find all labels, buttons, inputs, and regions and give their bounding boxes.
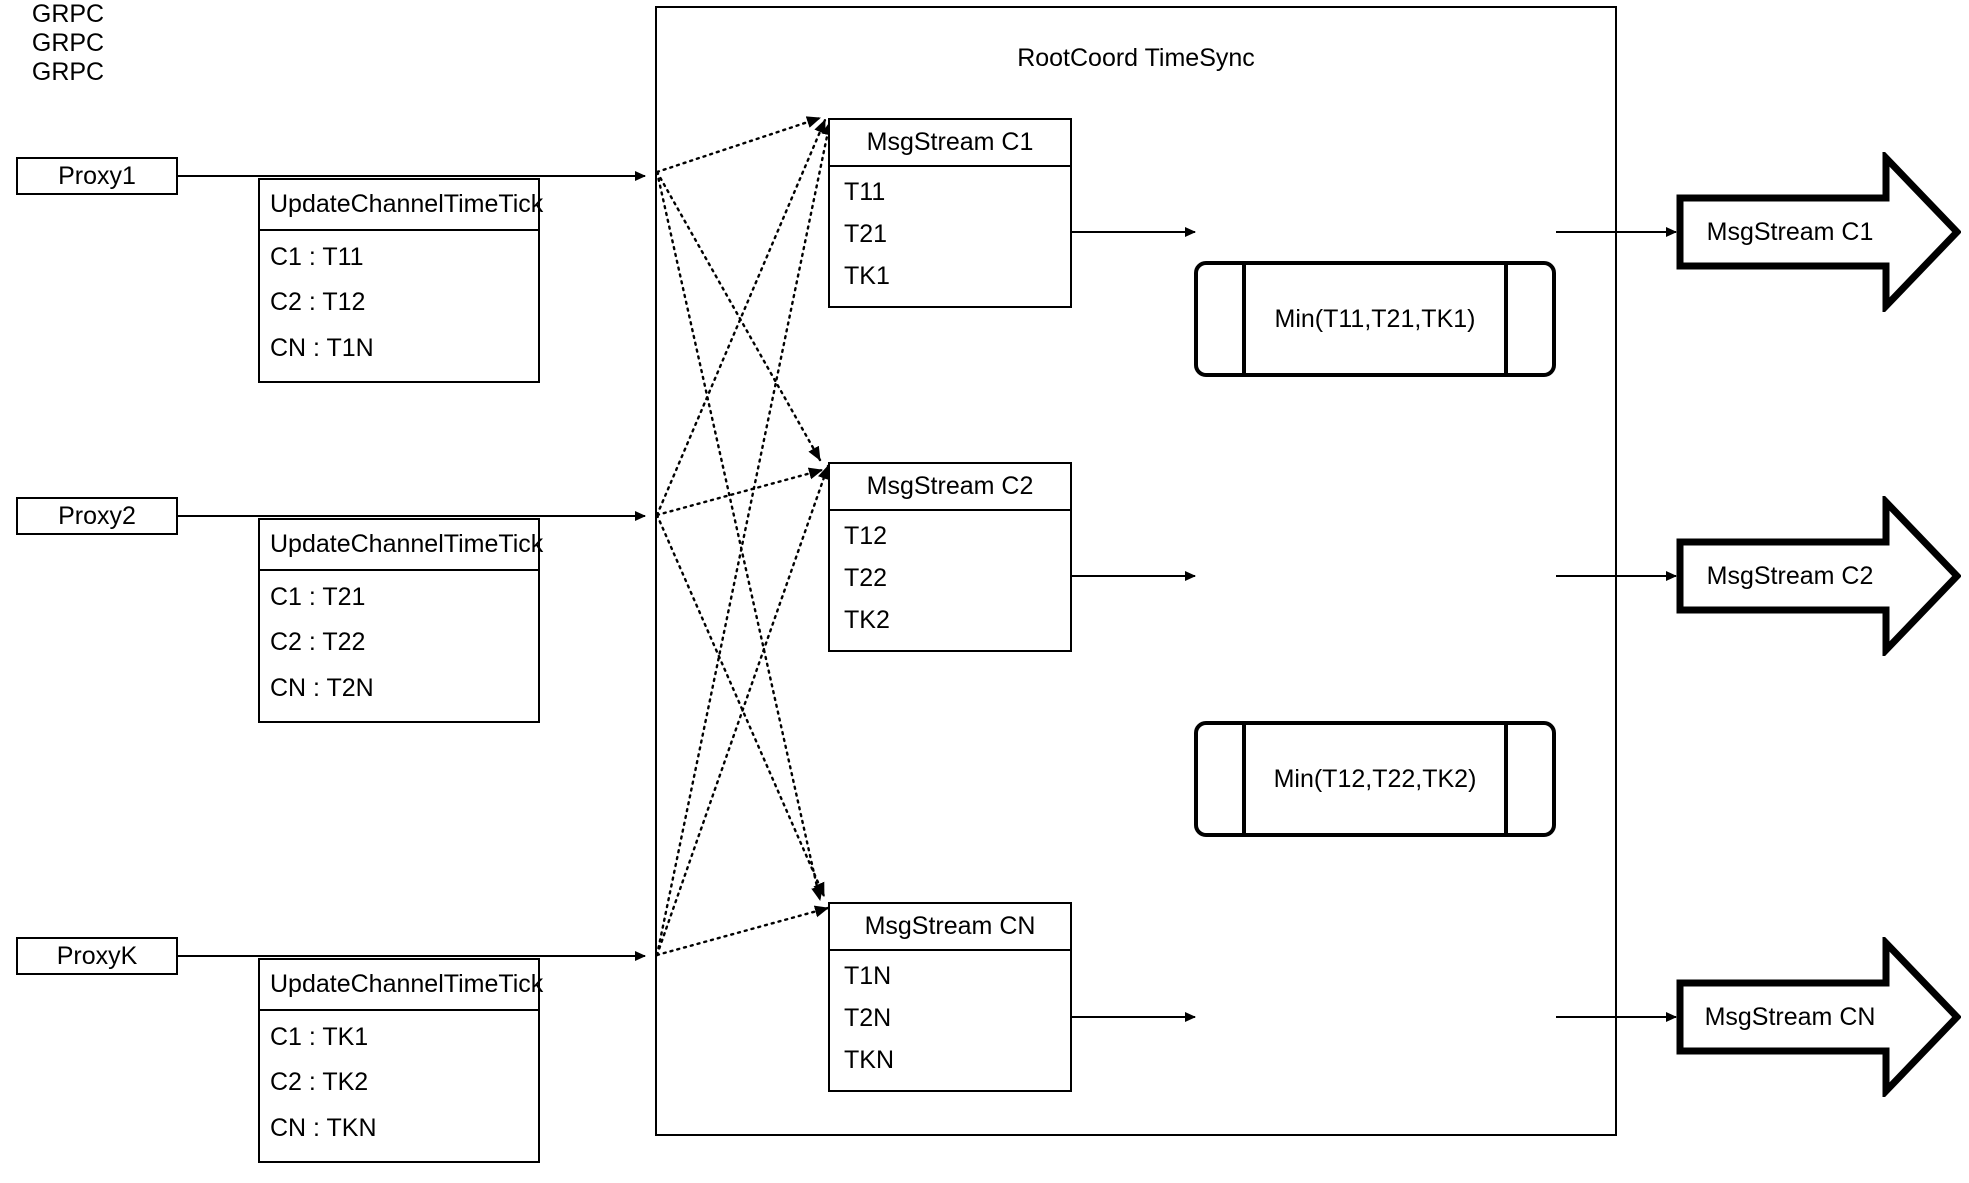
msgstream-title: MsgStream C2 (830, 464, 1070, 511)
msgstream-ticks: T11 T21 TK1 (830, 167, 1070, 306)
tick-row: T22 (844, 563, 888, 592)
tick-row: T11 (844, 177, 886, 206)
min-process-c2: Min(T12,T22,TK2) (1194, 721, 1556, 837)
uct-title: UpdateChannelTimeTick (260, 180, 543, 231)
output-arrow-c2 (1676, 496, 1961, 656)
uct-row: CN : T1N (270, 333, 374, 362)
min-process-label: Min(T12,T22,TK2) (1273, 764, 1477, 793)
grpc-label-2: GRPC (31, 29, 105, 57)
output-arrow-c1 (1676, 152, 1961, 312)
page-title: RootCoord TimeSync (1017, 44, 1255, 72)
uct-row: C1 : T21 (270, 583, 366, 612)
output-arrow-cn (1676, 937, 1961, 1097)
grpc-label-3: GRPC (31, 58, 105, 86)
uct-row: CN : T2N (270, 673, 374, 702)
msgstream-title: MsgStream C1 (830, 120, 1070, 167)
msgstream-ticks: T1N T2N TKN (830, 951, 1070, 1090)
update-channel-timetick-table-2: UpdateChannelTimeTick C1 : T21 C2 : T22 … (258, 518, 543, 723)
min-process-c1: Min(T11,T21,TK1) (1194, 261, 1556, 377)
msgstream-table-c1: MsgStream C1 T11 T21 TK1 (828, 118, 1072, 308)
proxy-label: ProxyK (56, 941, 138, 970)
tick-row: TK1 (844, 262, 890, 291)
tick-row: TKN (844, 1046, 894, 1075)
proxy-box-k[interactable]: ProxyK (16, 937, 178, 975)
msgstream-ticks: T12 T22 TK2 (830, 511, 1070, 650)
proxy-box-1[interactable]: Proxy1 (16, 157, 178, 195)
uct-rows: C1 : T21 C2 : T22 CN : T2N (260, 571, 538, 721)
uct-rows: C1 : T11 C2 : T12 CN : T1N (260, 231, 538, 381)
tick-row: T2N (844, 1003, 892, 1032)
min-process-label: Min(T11,T21,TK1) (1274, 304, 1476, 333)
uct-title: UpdateChannelTimeTick (260, 520, 543, 571)
proxy-label: Proxy2 (58, 501, 136, 530)
update-channel-timetick-table-3: UpdateChannelTimeTick C1 : TK1 C2 : TK2 … (258, 958, 543, 1163)
msgstream-table-c2: MsgStream C2 T12 T22 TK2 (828, 462, 1072, 652)
update-channel-timetick-table-1: UpdateChannelTimeTick C1 : T11 C2 : T12 … (258, 178, 543, 383)
proxy-label: Proxy1 (58, 161, 136, 190)
uct-row: C2 : T22 (270, 628, 366, 657)
uct-row: CN : TKN (270, 1113, 377, 1142)
msgstream-title: MsgStream CN (830, 904, 1070, 951)
tick-row: TK2 (844, 606, 890, 635)
tick-row: T21 (844, 219, 888, 248)
uct-row: C1 : T11 (270, 243, 364, 272)
tick-row: T1N (844, 961, 892, 990)
uct-row: C2 : TK2 (270, 1068, 369, 1097)
output-arrow-label-cn: MsgStream CN (1704, 1002, 1876, 1031)
rootcoord-timesync-container (655, 6, 1617, 1136)
uct-title: UpdateChannelTimeTick (260, 960, 543, 1011)
output-arrow-label-c1: MsgStream C1 (1706, 217, 1874, 246)
uct-rows: C1 : TK1 C2 : TK2 CN : TKN (260, 1011, 538, 1161)
msgstream-table-cn: MsgStream CN T1N T2N TKN (828, 902, 1072, 1092)
uct-row: C1 : TK1 (270, 1023, 369, 1052)
grpc-label-1: GRPC (31, 0, 105, 28)
uct-row: C2 : T12 (270, 288, 366, 317)
tick-row: T12 (844, 521, 888, 550)
proxy-box-2[interactable]: Proxy2 (16, 497, 178, 535)
output-arrow-label-c2: MsgStream C2 (1706, 561, 1874, 590)
